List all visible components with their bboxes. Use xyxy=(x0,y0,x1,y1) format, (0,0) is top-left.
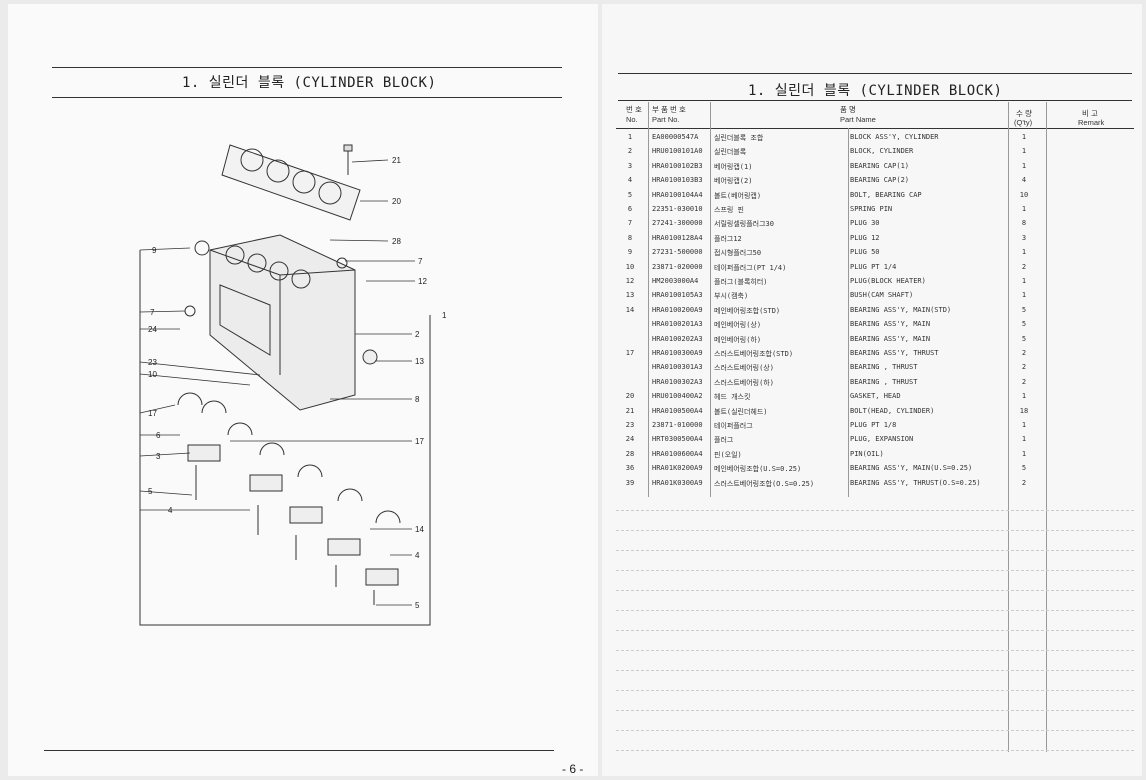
blank-row-line xyxy=(616,630,1134,631)
callout-3: 3 xyxy=(156,452,161,461)
title-rule-top xyxy=(52,67,562,68)
callout-6: 6 xyxy=(156,431,161,440)
header-partno-en: Part No. xyxy=(652,115,680,124)
blank-row-line xyxy=(616,690,1134,691)
callout-17b: 17 xyxy=(415,437,424,446)
table-row: 20 HRU0100400A2 헤드 개스킷 GASKET, HEAD 1 xyxy=(625,392,1027,402)
header-remark-ko: 비 고 xyxy=(1082,109,1098,118)
header-qty-ko: 수 량 xyxy=(1016,109,1032,118)
callout-7: 7 xyxy=(418,257,423,266)
col-sep-2 xyxy=(710,102,711,497)
table-row: 36 HRA01K0200A9 메인베어링조합(U.S=0.25) BEARIN… xyxy=(625,464,1027,474)
right-page xyxy=(602,4,1142,776)
table-row: 1 EA00000547A 실린더블록 조합 BLOCK ASS'Y, CYLI… xyxy=(627,133,1027,142)
header-qty-en: (Q'ty) xyxy=(1014,118,1033,127)
blank-row-line xyxy=(616,730,1134,731)
callout-4: 4 xyxy=(168,506,173,515)
blank-row-line xyxy=(616,650,1134,651)
title-rule-bottom xyxy=(52,97,562,98)
callout-17: 17 xyxy=(148,409,157,418)
table-row: 12 HM2003000A4 플러그(블록히터) PLUG(BLOCK HEAT… xyxy=(625,277,1027,286)
table-row: 21 HRA0100500A4 볼트(실린더헤드) BOLT(HEAD, CYL… xyxy=(625,406,1029,416)
left-page-title: 1. 실린더 블록 (CYLINDER BLOCK) xyxy=(182,75,437,91)
blank-row-line xyxy=(616,590,1134,591)
callout-21: 21 xyxy=(392,156,401,165)
table-row: 24 HRT0300500A4 플러그 PLUG, EXPANSION 1 xyxy=(625,435,1027,445)
table-row: 8 HRA0100128A4 플러그12 PLUG 12 3 xyxy=(627,233,1027,243)
callout-2: 2 xyxy=(415,330,420,339)
callout-4b: 4 xyxy=(415,551,420,560)
table-row: HRA0100202A3 메인베어링(하) BEARING ASS'Y, MAI… xyxy=(652,334,1027,344)
table-row: 13 HRA0100105A3 부시(캠축) BUSH(CAM SHAFT) 1 xyxy=(625,291,1027,301)
callout-9: 9 xyxy=(152,246,157,255)
callout-13: 13 xyxy=(415,357,424,366)
header-name-en: Part Name xyxy=(840,115,876,124)
right-page-title: 1. 실린더 블록 (CYLINDER BLOCK) xyxy=(748,83,1003,99)
callout-1: 1 xyxy=(442,311,447,320)
table-row: 2 HRU0100101A0 실린더블록 BLOCK, CYLINDER 1 xyxy=(627,147,1027,157)
blank-row-line xyxy=(616,570,1134,571)
header-remark-en: Remark xyxy=(1078,118,1105,127)
table-row: HRA0100301A3 스러스트베어링(상) BEARING , THRUST… xyxy=(652,363,1027,373)
table-row: 39 HRA01K0300A9 스러스트베어링조합(O.S=0.25) BEAR… xyxy=(625,478,1027,488)
blank-row-line xyxy=(616,750,1134,751)
table-row: 10 23871-020000 테이퍼플러그(PT 1/4) PLUG PT 1… xyxy=(625,262,1027,272)
table-row: 9 27231-500000 접시형플러그50 PLUG 50 1 xyxy=(627,248,1027,258)
callout-14: 14 xyxy=(415,525,424,534)
blank-row-line xyxy=(616,510,1134,511)
blank-row-line xyxy=(616,710,1134,711)
col-sep-5 xyxy=(1046,102,1047,752)
callout-5: 5 xyxy=(148,487,153,496)
cylinder-block-drawing xyxy=(209,234,356,411)
head-gasket-drawing xyxy=(221,144,361,221)
table-row: 5 HRA0100104A4 볼트(베어링캡) BOLT, BEARING CA… xyxy=(627,190,1029,200)
callout-12: 12 xyxy=(418,277,427,286)
cylinder-block-exploded-diagram: 21 20 28 9 7 12 1 7 24 2 23 13 10 8 17 6… xyxy=(139,144,447,626)
table-row: 23 23871-010000 테이퍼플러그 PLUG PT 1/8 1 xyxy=(625,421,1027,430)
callout-23: 23 xyxy=(148,358,157,367)
callout-20: 20 xyxy=(392,197,401,206)
table-header-rule xyxy=(616,128,1134,129)
right-title-rule-bottom xyxy=(618,100,1132,101)
callout-28: 28 xyxy=(392,237,401,246)
table-row: 28 HRA0100600A4 핀(오일) PIN(OIL) 1 xyxy=(625,449,1027,459)
table-row: HRA0100302A3 스러스트베어링(하) BEARING , THRUST… xyxy=(652,377,1027,387)
page-number: - 6 - xyxy=(562,762,584,776)
table-row: 6 22351-030010 스프링 핀 SPRING PIN 1 xyxy=(627,205,1027,214)
blank-row-line xyxy=(616,610,1134,611)
header-partno-ko: 부 품 번 호 xyxy=(652,105,686,114)
table-row: 3 HRA0100102B3 베어링캡(1) BEARING CAP(1) 1 xyxy=(627,161,1027,171)
callout-24: 24 xyxy=(148,325,157,334)
header-name-ko: 품 명 xyxy=(840,105,856,114)
header-no-ko: 번 호 xyxy=(626,105,642,114)
header-no-en: No. xyxy=(626,115,638,124)
blank-row-line xyxy=(616,670,1134,671)
table-row: 17 HRA0100300A9 스러스트베어링조합(STD) BEARING A… xyxy=(625,349,1027,358)
blank-row-line xyxy=(616,530,1134,531)
table-row: 14 HRA0100200A9 메인베어링조합(STD) BEARING ASS… xyxy=(625,305,1027,315)
col-sep-4 xyxy=(1008,102,1009,752)
right-title-rule-top xyxy=(618,73,1132,74)
table-row: 7 27241-300000 서릴링셀링플러그30 PLUG 30 8 xyxy=(627,219,1027,229)
callout-10: 10 xyxy=(148,370,157,379)
callout-8: 8 xyxy=(415,395,420,404)
footer-rule xyxy=(44,750,554,751)
col-sep-1 xyxy=(648,102,649,497)
blank-row-line xyxy=(616,550,1134,551)
col-sep-3 xyxy=(848,128,849,497)
callout-5b: 5 xyxy=(415,601,420,610)
table-row: HRA0100201A3 메인베어링(상) BEARING ASS'Y, MAI… xyxy=(652,320,1027,330)
callout-7b: 7 xyxy=(150,308,155,317)
table-row: 4 HRA0100103B3 베어링캡(2) BEARING CAP(2) 4 xyxy=(627,176,1027,186)
